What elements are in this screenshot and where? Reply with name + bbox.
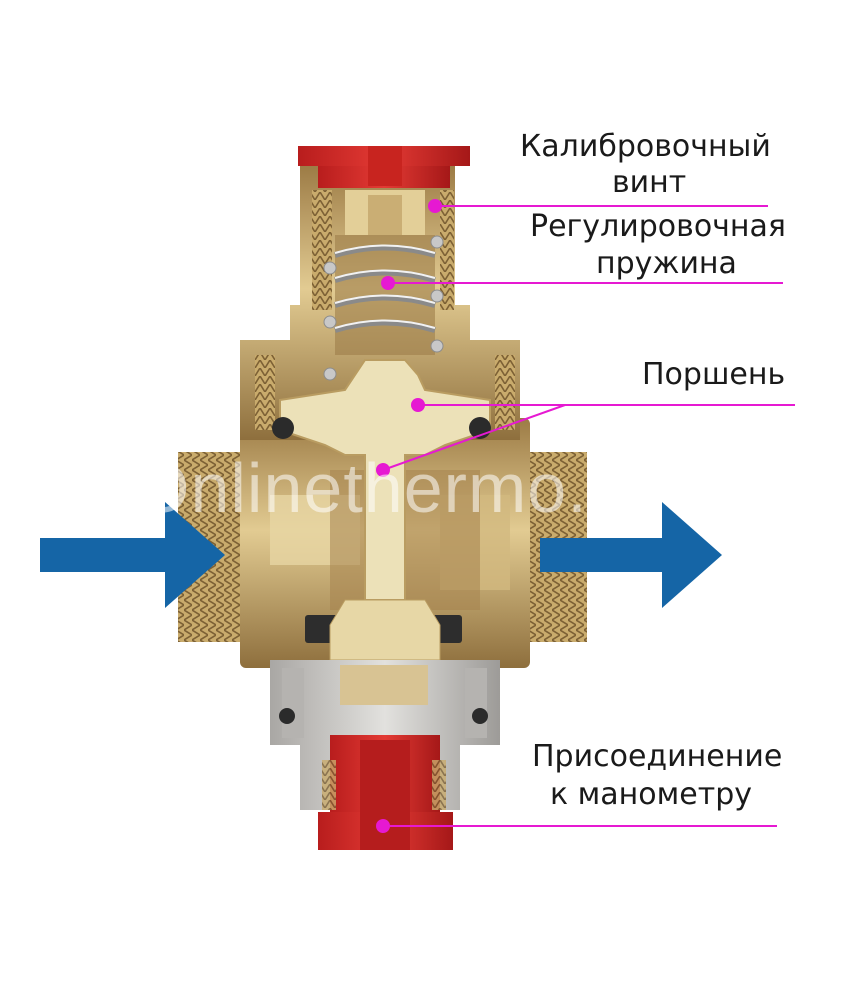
pointer-line-piston-stem	[382, 404, 566, 471]
label-gauge-connection-line2: к манометру	[550, 777, 753, 812]
piston	[272, 359, 491, 601]
pointer-dot-regulating-spring	[381, 276, 395, 290]
pointer-dot-piston-stem	[376, 463, 390, 477]
label-regulating-spring-line2: пружина	[596, 246, 737, 281]
label-gauge-connection-line1: Присоединение	[532, 739, 783, 774]
pointer-dot-gauge-connection	[376, 819, 390, 833]
label-regulating-spring-line1: Регулировочная	[530, 209, 786, 244]
label-calibration-screw-line1: Калибровочный	[520, 129, 771, 164]
pointer-dot-calibration-screw	[428, 199, 442, 213]
pointer-dot-piston	[411, 398, 425, 412]
calibration-cap	[298, 146, 470, 188]
label-piston: Поршень	[642, 357, 786, 392]
watermark: Onlinethermo.ru	[135, 449, 652, 527]
valve-seat	[305, 599, 462, 661]
outlet-arrow	[540, 502, 722, 608]
label-calibration-screw-line2: винт	[612, 165, 687, 200]
upper-bonnet	[240, 165, 520, 440]
spring	[334, 244, 436, 333]
gauge-connector	[318, 735, 453, 850]
inlet-arrow	[40, 502, 225, 608]
